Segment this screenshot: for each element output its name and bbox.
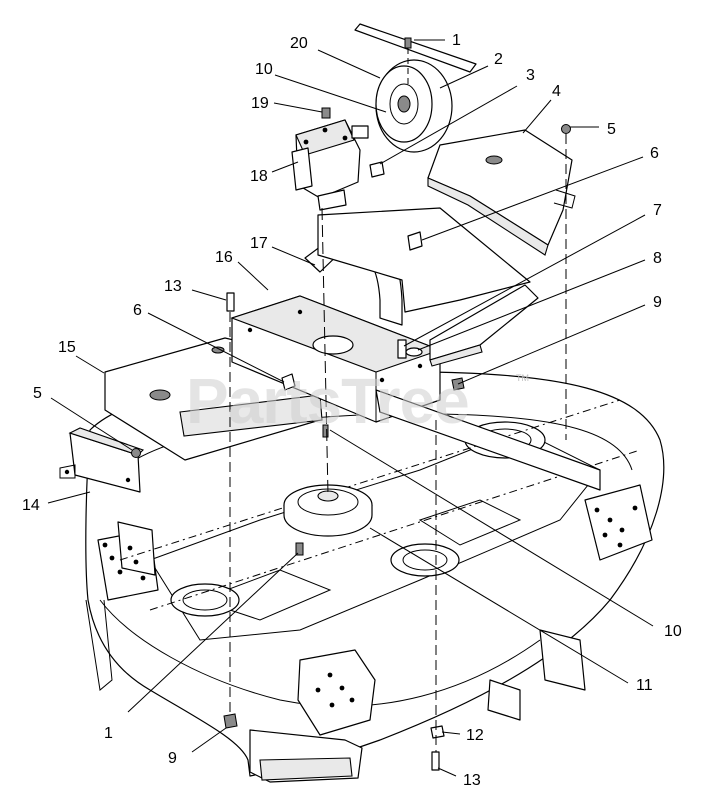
gearbox (291, 119, 369, 211)
callout-18: 18 (250, 168, 268, 185)
callout-7: 7 (653, 202, 662, 219)
deck-holes (102, 505, 638, 708)
callout-9-bottom: 9 (168, 750, 177, 767)
callout-6-right: 6 (650, 145, 659, 162)
center-frame-bracket (230, 295, 601, 491)
input-pulley (354, 23, 477, 153)
spindle-pulley (283, 484, 373, 537)
callout-11: 11 (636, 677, 653, 694)
callout-5-left: 5 (33, 385, 42, 402)
callout-10-top: 10 (255, 61, 273, 78)
callout-5-right: 5 (607, 121, 616, 138)
leader-lines (47, 39, 654, 777)
top-belt-shield (427, 129, 576, 256)
callout-14: 14 (22, 497, 40, 514)
belt-shield-upper (304, 207, 539, 367)
callout-8: 8 (653, 250, 662, 267)
callouts: 1 20 2 10 3 4 19 5 6 18 7 17 16 8 13 9 6… (22, 32, 682, 789)
callout-16: 16 (215, 249, 233, 266)
callout-6-left: 6 (133, 302, 142, 319)
callout-3: 3 (526, 67, 535, 84)
callout-15: 15 (58, 339, 76, 356)
callout-4: 4 (552, 83, 561, 100)
callout-19: 19 (251, 95, 269, 112)
callout-10-bottom: 10 (664, 623, 682, 640)
callout-13-top: 13 (164, 278, 182, 295)
watermark: PartsTree (186, 365, 469, 437)
callout-2: 2 (494, 51, 503, 68)
callout-1-bottom: 1 (104, 725, 113, 742)
side-bracket (59, 427, 145, 493)
callout-9-right: 9 (653, 294, 662, 311)
callout-20: 20 (290, 35, 308, 52)
callout-13-bottom: 13 (463, 772, 481, 789)
callout-17: 17 (250, 235, 268, 252)
callout-1-top: 1 (452, 32, 461, 49)
watermark-trademark: TM (516, 373, 529, 383)
fasteners (131, 37, 571, 771)
callout-12: 12 (466, 727, 484, 744)
